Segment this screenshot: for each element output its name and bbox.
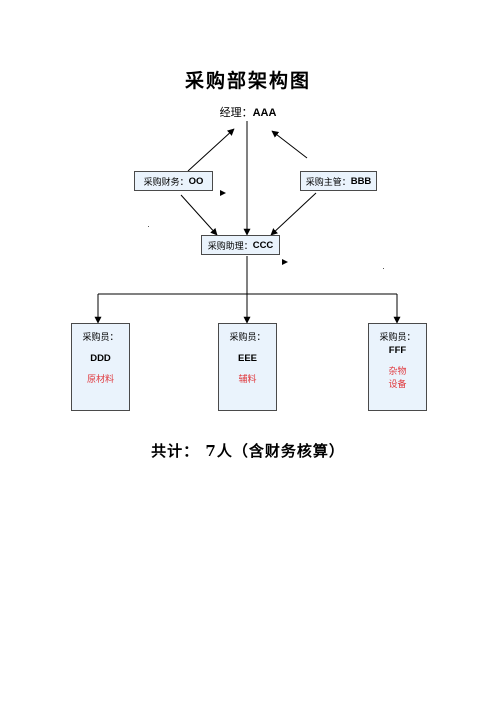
assistant-box: 采购助理：CCC [201,235,280,255]
buyer-scope-line: 设备 [388,380,407,390]
buyer-scope: 杂物 设备 [369,366,426,392]
buyer-scope: 辅料 [238,375,257,385]
total-count: 共计： 7人（含财务核算） [151,442,345,460]
small-triangle-2 [282,259,288,265]
supervisor-box: 采购主管：BBB [300,171,377,191]
assistant-role: 采购助理： [207,241,253,252]
arrow-finance-to-assistant [180,194,218,236]
assistant-name: CCC [252,239,274,251]
buyer-box-ddd: 采购员： DDD 原材料 [71,323,130,411]
finance-name: OO [188,175,204,187]
stray-dot-2 [383,268,384,269]
buyer-box-eee: 采购员： EEE 辅料 [218,323,277,411]
buyer-role: 采购员： [229,333,266,343]
finance-role: 采购财务： [143,177,189,188]
arrow-supervisor-to-assistant [270,192,317,236]
manager-name: AAA [252,107,277,119]
manager-role: 经理： [219,106,253,119]
arrow-supervisor-to-manager [271,130,308,159]
buyer-name: DDD [90,353,111,364]
buyer-role: 采购员： [379,333,416,343]
buyer-name: FFF [388,345,407,356]
manager-label: 经理：AAA [0,104,496,120]
finance-box: 采购财务：OO [134,171,213,191]
buyer-scope: 原材料 [86,375,114,385]
buyer-scope-line: 杂物 [388,367,407,377]
stray-dot-1 [148,226,149,227]
arrow-finance-to-manager [187,128,235,172]
buyer-role: 采购员： [82,333,119,343]
supervisor-role: 采购主管： [305,177,351,188]
small-triangle-1 [220,190,226,196]
page-title: 采购部架构图 [184,70,311,92]
supervisor-name: BBB [350,175,372,187]
buyer-box-fff: 采购员： FFF 杂物 设备 [368,323,427,411]
buyer-name: EEE [237,353,257,364]
